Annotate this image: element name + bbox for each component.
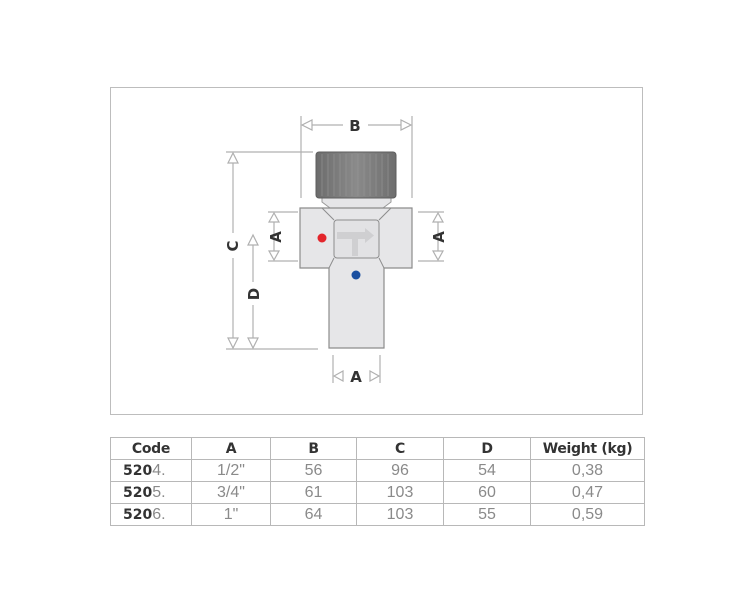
table-row: 5204. 1/2" 56 96 54 0,38 — [110, 459, 645, 482]
cell-code: 5205. — [110, 481, 192, 504]
cell-weight: 0,47 — [530, 481, 645, 504]
dimension-c — [226, 151, 318, 350]
dimension-a-bottom — [332, 355, 381, 383]
cell-d: 54 — [443, 459, 531, 482]
cell-c: 103 — [356, 503, 444, 526]
dimension-d — [247, 233, 259, 350]
table-row: 5205. 3/4" 61 103 60 0,47 — [110, 481, 645, 504]
dimension-b — [300, 116, 413, 198]
cold-inlet-indicator — [351, 270, 361, 280]
cell-a: 3/4" — [191, 481, 271, 504]
label-b: B — [349, 117, 360, 135]
header-weight: Weight (kg) — [530, 437, 645, 460]
header-b: B — [270, 437, 357, 460]
label-d: D — [245, 288, 263, 300]
cell-code: 5206. — [110, 503, 192, 526]
cell-a: 1" — [191, 503, 271, 526]
table-row: 5206. 1" 64 103 55 0,59 — [110, 503, 645, 526]
cell-weight: 0,59 — [530, 503, 645, 526]
cell-b: 61 — [270, 481, 357, 504]
cell-d: 55 — [443, 503, 531, 526]
cell-b: 64 — [270, 503, 357, 526]
dimensions-table: Code A B C D Weight (kg) 5204. 1/2" 56 9… — [110, 437, 645, 526]
header-d: D — [443, 437, 531, 460]
dimension-a-right — [418, 211, 445, 262]
label-a-right: A — [430, 231, 448, 243]
hot-inlet-indicator — [317, 233, 327, 243]
table-header-row: Code A B C D Weight (kg) — [110, 437, 645, 460]
label-a-bottom: A — [350, 368, 362, 386]
cell-d: 60 — [443, 481, 531, 504]
valve-body — [299, 151, 413, 349]
cell-weight: 0,38 — [530, 459, 645, 482]
cell-b: 56 — [270, 459, 357, 482]
flow-arrow-icon — [337, 228, 374, 256]
dimension-a-left — [267, 211, 298, 262]
cell-c: 103 — [356, 481, 444, 504]
cell-a: 1/2" — [191, 459, 271, 482]
label-c: C — [224, 240, 242, 251]
cell-code: 5204. — [110, 459, 192, 482]
header-c: C — [356, 437, 444, 460]
cell-c: 96 — [356, 459, 444, 482]
header-code: Code — [110, 437, 192, 460]
label-a-left: A — [267, 231, 285, 243]
header-a: A — [191, 437, 271, 460]
